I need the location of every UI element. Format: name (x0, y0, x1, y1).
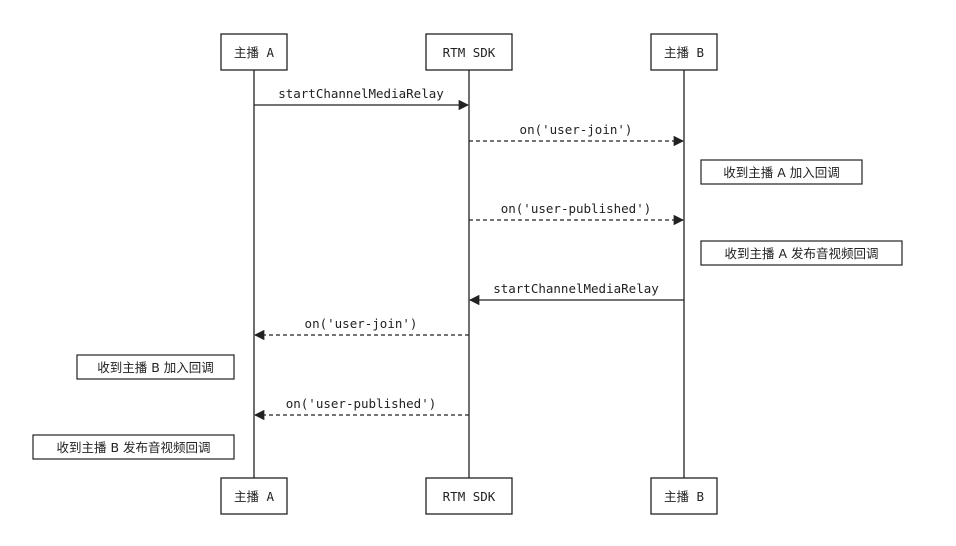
participant-a-label: 主播 A (234, 45, 275, 60)
note-a-join: 收到主播 B 加入回调 (76, 354, 235, 380)
participant-a-top: 主播 A (220, 33, 288, 71)
participant-sdk-bottom: RTM SDK (425, 477, 513, 515)
participant-a-bottom: 主播 A (220, 477, 288, 515)
note-b-published: 收到主播 A 发布音视频回调 (700, 240, 903, 266)
participant-b-bottom: 主播 B (650, 477, 718, 515)
participant-a-label-bottom: 主播 A (234, 489, 275, 504)
note-label: 收到主播 B 发布音视频回调 (56, 440, 210, 455)
message-0: startChannelMediaRelay (254, 86, 470, 111)
message-label: startChannelMediaRelay (493, 281, 659, 296)
message-label: on('user-join') (305, 316, 418, 331)
message-2: on('user-published') (469, 201, 685, 226)
participant-b-label: 主播 B (664, 45, 704, 60)
message-4: on('user-join') (253, 316, 469, 341)
note-label: 收到主播 A 发布音视频回调 (725, 246, 879, 261)
message-5: on('user-published') (253, 396, 469, 421)
participant-b-label-bottom: 主播 B (664, 489, 704, 504)
message-label: on('user-published') (501, 201, 652, 216)
participant-sdk-label: RTM SDK (443, 45, 496, 60)
participant-sdk-top: RTM SDK (425, 33, 513, 71)
note-label: 收到主播 B 加入回调 (97, 360, 214, 375)
note-label: 收到主播 A 加入回调 (723, 165, 840, 180)
message-label: on('user-join') (520, 122, 633, 137)
message-1: on('user-join') (469, 122, 685, 147)
message-3: startChannelMediaRelay (468, 281, 684, 306)
participant-sdk-label-bottom: RTM SDK (443, 489, 496, 504)
message-label: on('user-published') (286, 396, 437, 411)
note-b-join: 收到主播 A 加入回调 (700, 159, 863, 185)
note-a-published: 收到主播 B 发布音视频回调 (32, 434, 235, 460)
message-label: startChannelMediaRelay (278, 86, 444, 101)
participant-b-top: 主播 B (650, 33, 718, 71)
